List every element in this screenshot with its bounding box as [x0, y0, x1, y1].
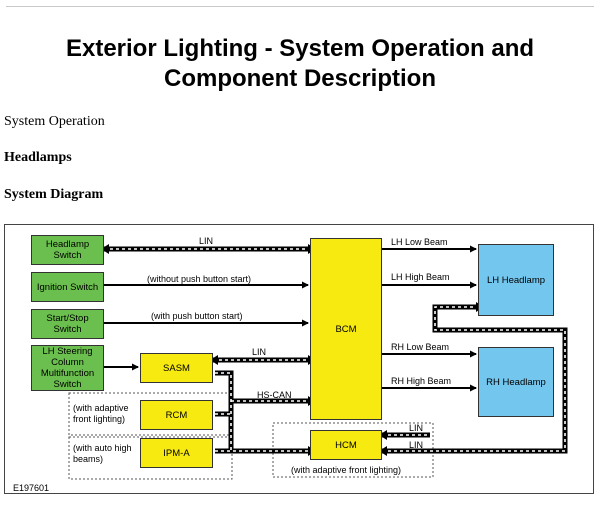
sasm-module: SASM	[140, 353, 213, 383]
ipma-module: IPM-A	[140, 438, 213, 468]
lin-label-hcm-2: LIN	[409, 440, 424, 450]
diagram-heading: System Diagram	[4, 187, 104, 202]
ignition-switch: Ignition Switch	[31, 272, 104, 302]
section-heading: System Operation	[4, 114, 105, 129]
rh-high-beam-label: RH High Beam	[391, 376, 452, 386]
figure-id: E197601	[13, 483, 50, 493]
auto-high-beam-region	[68, 436, 233, 480]
with-adaptive-bottom-label: (with adaptive front lighting)	[291, 465, 402, 475]
lh-low-beam-label: LH Low Beam	[391, 237, 448, 247]
system-diagram: Headlamp Switch Ignition Switch Start/St…	[4, 224, 594, 494]
rh-low-beam-label: RH Low Beam	[391, 342, 450, 352]
rh-headlamp: RH Headlamp	[478, 347, 554, 417]
with-adaptive-label: (with adaptive front lighting)	[73, 403, 129, 424]
start-stop-switch: Start/Stop Switch	[31, 309, 104, 339]
lin-label-top: LIN	[199, 236, 214, 246]
headlamp-switch: Headlamp Switch	[31, 235, 104, 265]
rcm-module: RCM	[140, 400, 213, 430]
subsection-heading: Headlamps	[4, 150, 72, 165]
bcm-module: BCM	[310, 238, 382, 420]
diagram-wires	[68, 244, 568, 480]
lh-headlamp: LH Headlamp	[478, 244, 554, 316]
hcm-module: HCM	[310, 430, 382, 460]
lin-label-hcm-1: LIN	[409, 423, 424, 433]
with-auto-high-beams-label: (with auto high beams)	[73, 443, 132, 464]
lh-high-beam-label: LH High Beam	[391, 272, 450, 282]
page-title: Exterior Lighting - System Operation and…	[65, 35, 535, 92]
lin-label-sasm: LIN	[252, 347, 267, 357]
lh-steering-column-switch: LH Steering Column Multifunction Switch	[31, 345, 104, 391]
with-push-start-label: (with push button start)	[151, 311, 243, 321]
hs-can-label: HS-CAN	[257, 390, 292, 400]
top-divider	[6, 6, 594, 7]
without-push-start-label: (without push button start)	[147, 274, 252, 284]
